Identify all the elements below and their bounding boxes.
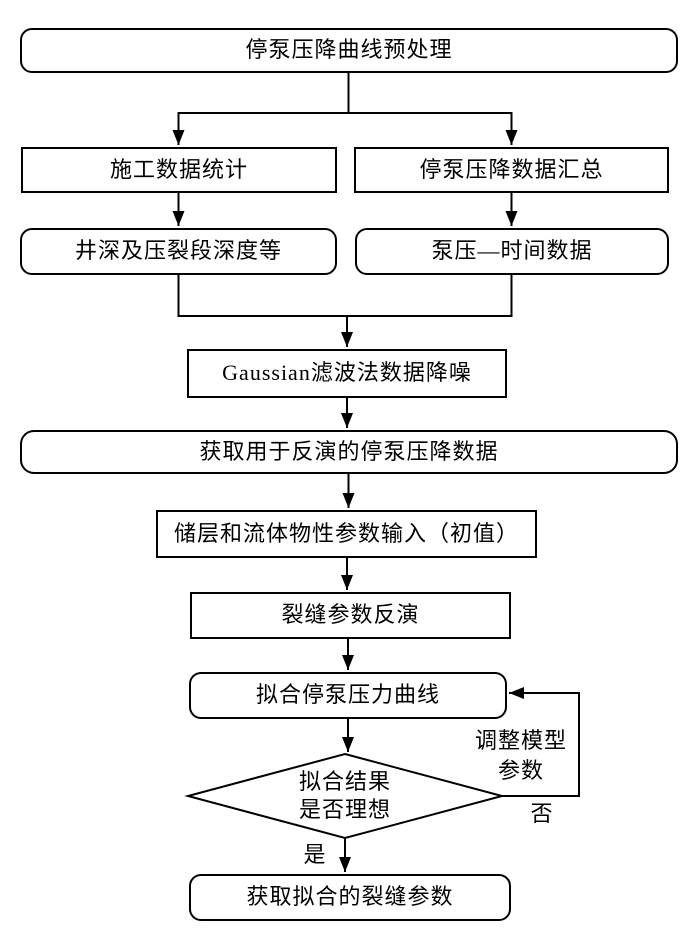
node-preprocess: 停泵压降曲线预处理 xyxy=(20,28,678,73)
node-pump-time: 泵压—时间数据 xyxy=(355,228,669,275)
node-gaussian-denoise: Gaussian滤波法数据降噪 xyxy=(187,349,507,398)
node-decision-label: 拟合结果 是否理想 xyxy=(298,769,391,822)
node-fit-curve: 拟合停泵压力曲线 xyxy=(189,672,507,719)
node-pressure-summary: 停泵压降数据汇总 xyxy=(354,147,669,193)
node-param-input: 储层和流体物性参数输入（初值） xyxy=(156,510,537,558)
decision-diamond-shape xyxy=(184,752,506,840)
connector-no-feedback-loop xyxy=(502,687,580,797)
node-construction-stats: 施工数据统计 xyxy=(21,147,337,193)
edge-label-yes: 是 xyxy=(303,842,327,867)
edge-label-adjust-model: 调整模型 参数 xyxy=(474,728,567,783)
node-fracture-inversion: 裂缝参数反演 xyxy=(190,592,511,639)
node-well-depth: 井深及压裂段深度等 xyxy=(20,228,337,275)
node-result: 获取拟合的裂缝参数 xyxy=(189,874,511,921)
edge-label-no: 否 xyxy=(530,801,554,826)
node-inversion-data: 获取用于反演的停泵压降数据 xyxy=(20,430,678,474)
